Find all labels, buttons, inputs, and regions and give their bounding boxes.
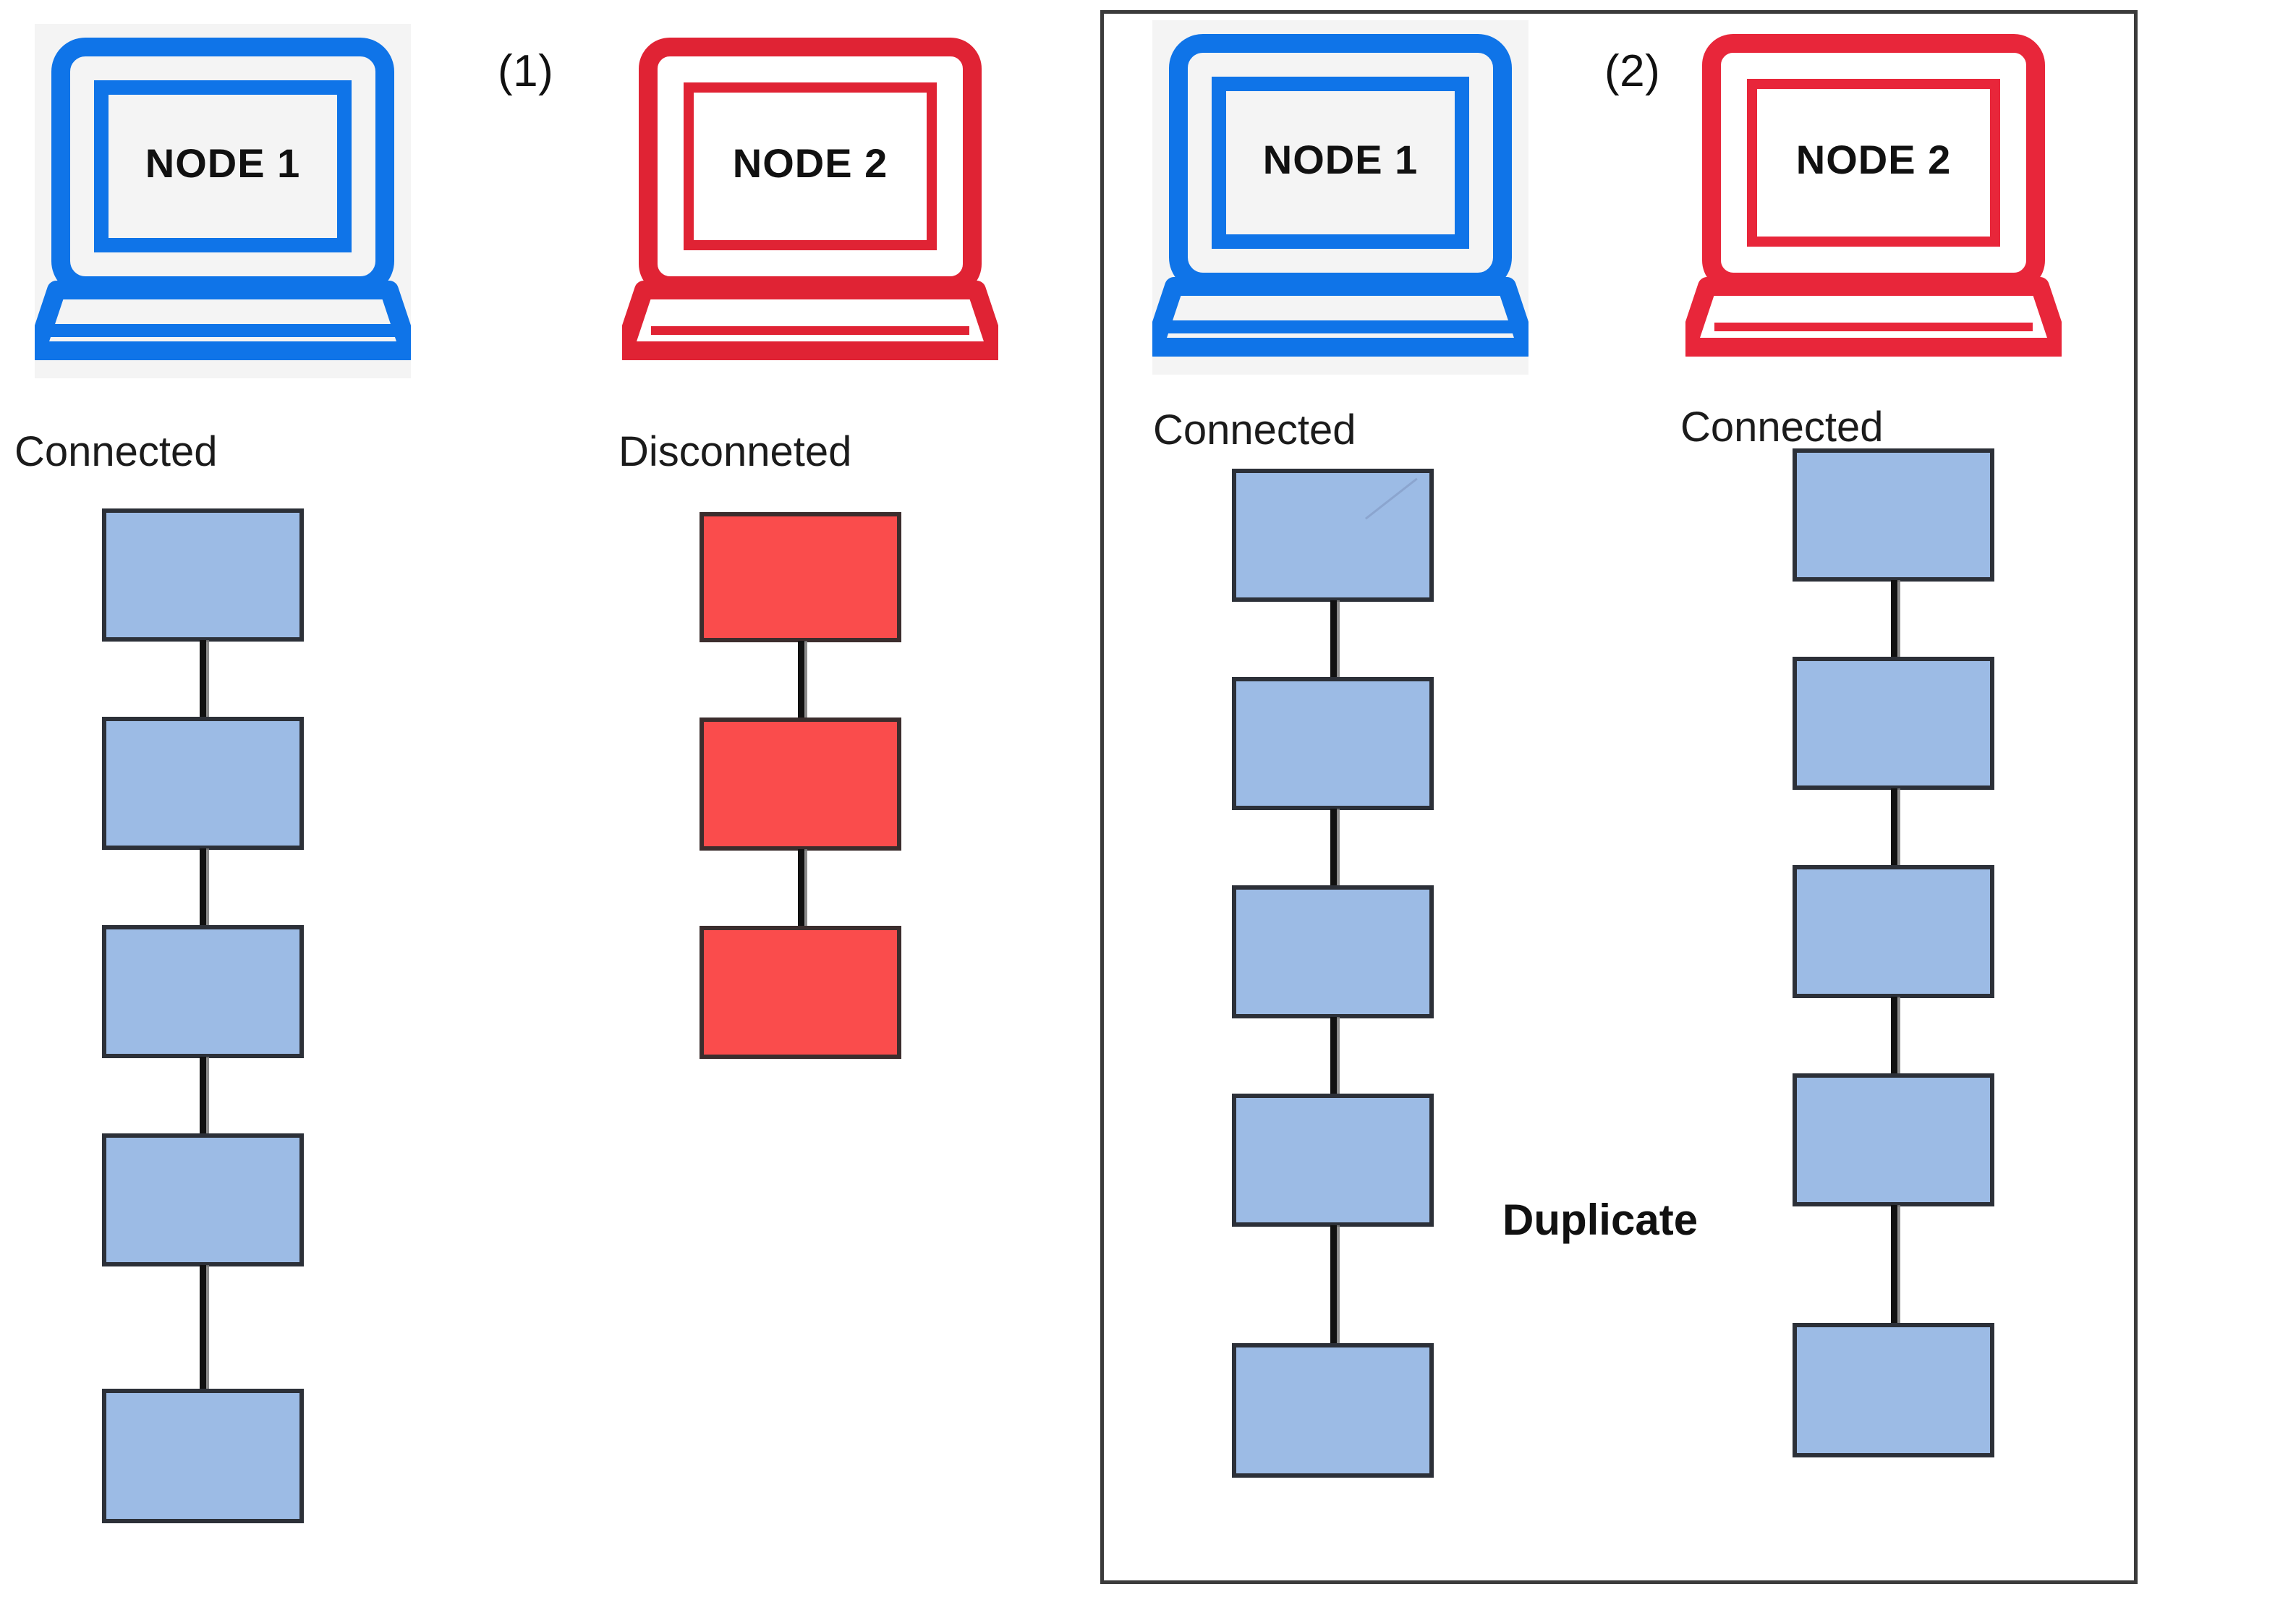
- chain-link: [1891, 788, 1897, 867]
- status-p1-node2: Disconneted: [618, 428, 852, 475]
- scan-artifact-mark: [1365, 477, 1418, 520]
- chain-block: [700, 718, 901, 851]
- device-label-p2-node2: NODE 2: [1795, 137, 1952, 182]
- chain-link: [200, 1057, 206, 1135]
- chain-block: [1232, 1094, 1434, 1227]
- chain-link: [1330, 600, 1337, 678]
- laptop-icon-p1-node2: NODE 2: [622, 24, 998, 378]
- chain-link: [1891, 1205, 1897, 1324]
- chain-link: [200, 848, 206, 927]
- chain-link: [200, 1265, 206, 1390]
- panel-2-frame: [1100, 10, 2138, 1584]
- chain-link: [1330, 809, 1337, 887]
- chain-link: [1330, 1225, 1337, 1345]
- device-label-p2-node1: NODE 1: [1262, 137, 1419, 182]
- step-label-1: (1): [498, 46, 554, 96]
- chain-block: [1793, 1323, 1994, 1457]
- chain-block: [1232, 677, 1434, 810]
- chain-link: [1891, 997, 1897, 1075]
- chain-block: [1793, 1073, 1994, 1206]
- chain-block: [1793, 865, 1994, 998]
- laptop-icon-p2-node2: NODE 2: [1685, 20, 2062, 375]
- device-label-p1-node1: NODE 1: [145, 140, 301, 186]
- status-p2-node1: Connected: [1153, 406, 1356, 454]
- status-p1-node1: Connected: [14, 428, 218, 475]
- chain-link: [798, 641, 804, 719]
- laptop-outline-svg: [1152, 34, 1528, 357]
- chain-block: [700, 512, 901, 642]
- chain-block: [1232, 1343, 1434, 1478]
- step-label-2: (2): [1604, 46, 1661, 96]
- chain-block: [102, 1389, 304, 1523]
- chain-link: [1891, 580, 1897, 658]
- status-p2-node2: Connected: [1680, 404, 1884, 451]
- chain-block: [102, 508, 304, 642]
- chain-block: [102, 717, 304, 850]
- chain-block: [102, 925, 304, 1058]
- chain-link: [1330, 1017, 1337, 1095]
- duplicate-annotation: Duplicate: [1502, 1196, 1698, 1244]
- laptop-outline-svg: [35, 38, 411, 360]
- laptop-outline-svg: [622, 38, 998, 360]
- chain-link: [200, 640, 206, 718]
- laptop-outline-svg: [1685, 34, 2062, 357]
- device-label-p1-node2: NODE 2: [732, 140, 888, 186]
- chain-block: [1232, 885, 1434, 1018]
- chain-block: [1793, 657, 1994, 790]
- chain-block: [1793, 448, 1994, 582]
- laptop-icon-p2-node1: NODE 1: [1152, 20, 1528, 375]
- chain-block: [1232, 469, 1434, 602]
- chain-link: [798, 849, 804, 927]
- chain-block: [102, 1133, 304, 1266]
- laptop-icon-p1-node1: NODE 1: [35, 24, 411, 378]
- chain-block: [700, 926, 901, 1059]
